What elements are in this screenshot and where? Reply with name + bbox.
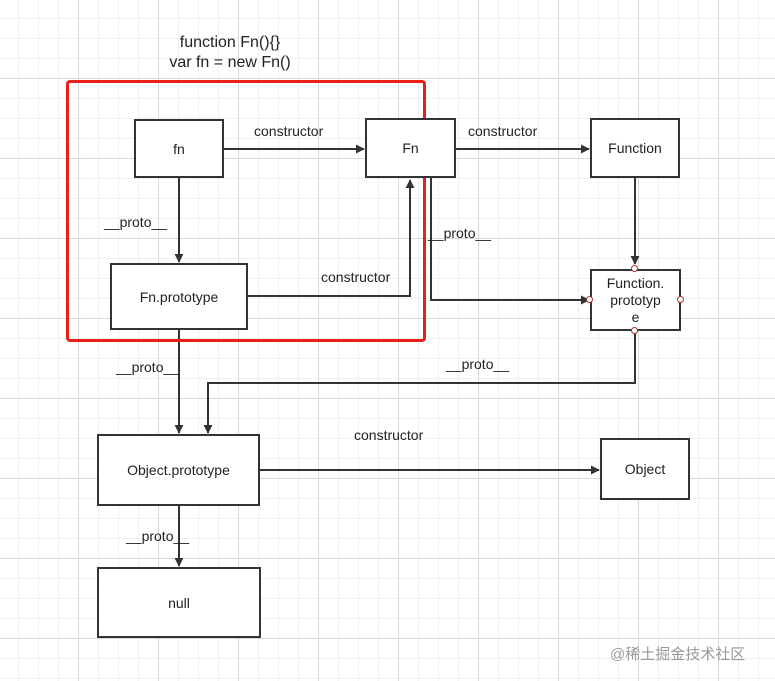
node-fn-label: fn [173, 140, 185, 157]
node-Object-label: Object [624, 461, 666, 477]
node-Function-prototype-line-3: e [631, 308, 640, 325]
node-Function-prototype-line-2: prototyp [610, 291, 661, 308]
edge-Fn-proto [430, 178, 590, 305]
edge-label-Functionprototype-proto: __proto__ [446, 356, 510, 372]
port-left [586, 296, 593, 303]
highlight-frame [66, 80, 426, 342]
node-Object-prototype-label: Object.prototype [127, 462, 230, 478]
port-right [677, 296, 684, 303]
node-Fn-prototype-label: Fn.prototype [139, 288, 219, 305]
edge-label-fn-constructor: constructor [254, 123, 324, 139]
edge-label-Objectprototype-proto: __proto__ [126, 528, 190, 544]
node-Function-prototype[interactable]: Function. prototyp e [590, 269, 681, 331]
code-line-2: var fn = new Fn() [169, 54, 291, 71]
code-line-1: function Fn(){} [179, 34, 281, 51]
node-Fn-prototype[interactable]: Fn.prototype [110, 263, 248, 330]
node-Object-prototype[interactable]: Object.prototype [97, 434, 260, 506]
port-bottom [631, 327, 638, 334]
edge-label-Fn-proto: __proto__ [428, 225, 492, 241]
edge-Functionprototype-proto [203, 331, 636, 434]
node-Function-label: Function [608, 140, 662, 156]
node-null[interactable]: null [97, 567, 261, 638]
watermark: @稀土掘金技术社区 [610, 646, 746, 663]
node-Object[interactable]: Object [600, 438, 690, 500]
edge-Fnprototype-to-Fn [248, 179, 415, 297]
port-top [631, 265, 638, 272]
node-null-label: null [168, 594, 190, 611]
edge-label-Fnprototype-constructor: constructor [321, 269, 391, 285]
node-Function-prototype-line-1: Function. [606, 274, 665, 291]
node-Fn-label: Fn [402, 140, 419, 156]
edge-label-Objectprototype-constructor: constructor [354, 427, 424, 443]
node-Fn[interactable]: Fn [365, 118, 456, 178]
edge-label-fn-proto: __proto__ [104, 214, 168, 230]
edge-label-Fnprototype-proto: __proto__ [116, 359, 180, 375]
code-snippet: function Fn(){} var fn = new Fn() [130, 33, 330, 73]
edge-label-Fn-constructor: constructor [468, 123, 538, 139]
node-Function[interactable]: Function [590, 118, 680, 178]
node-fn[interactable]: fn [134, 119, 224, 178]
